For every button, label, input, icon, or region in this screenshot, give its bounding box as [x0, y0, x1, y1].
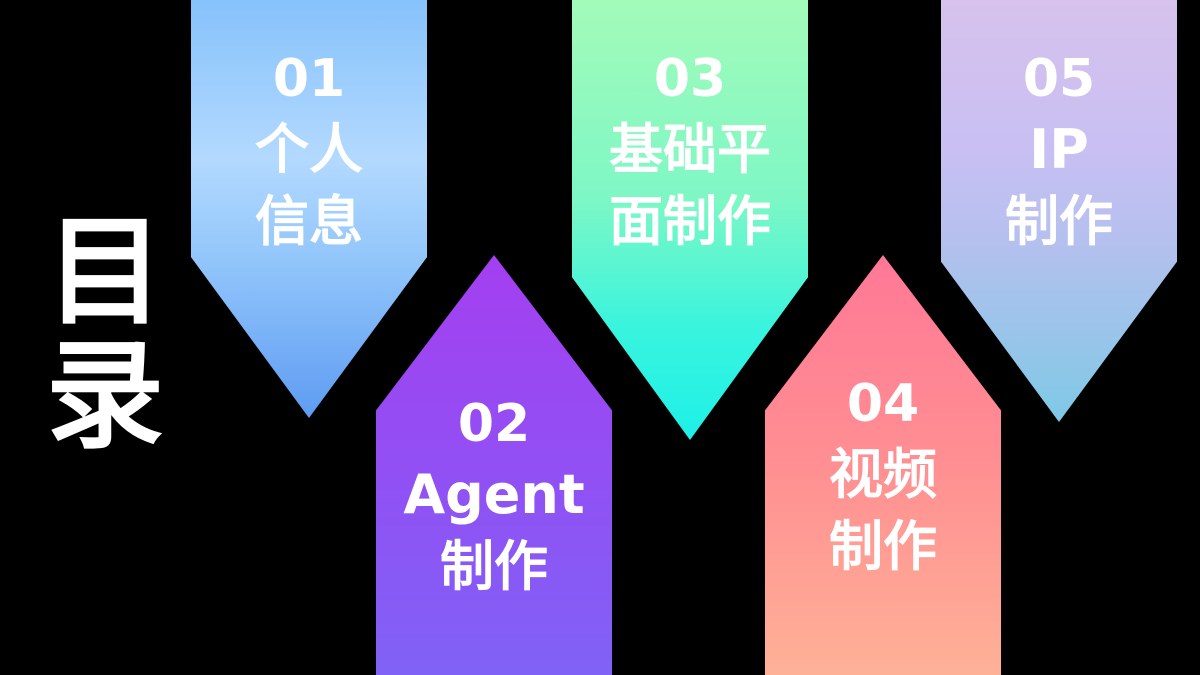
toc-item-label-line1: 视频 [829, 443, 937, 506]
toc-item-number: 03 [653, 49, 727, 109]
toc-item-04[interactable]: 04 视频 制作 [765, 255, 1001, 675]
toc-item-label-line2: 制作 [1005, 190, 1113, 253]
toc-title-line2: 录 [45, 327, 164, 465]
toc-item-01[interactable]: 01 个人 信息 [191, 0, 427, 418]
toc-item-02[interactable]: 02 Agent 制作 [376, 255, 612, 675]
toc-item-label-line2: 制作 [829, 515, 937, 578]
toc-item-03[interactable]: 03 基础平 面制作 [572, 0, 808, 440]
toc-item-label-line1: Agent [403, 463, 585, 526]
toc-item-label-line1: IP [1029, 118, 1089, 181]
toc-item-label-line2: 制作 [440, 535, 548, 598]
toc-item-number: 01 [272, 49, 346, 109]
toc-title: 目 录 [40, 210, 170, 458]
toc-title-line1: 目 [45, 203, 164, 341]
toc-item-number: 02 [457, 394, 531, 454]
toc-item-label-line1: 基础平 [609, 118, 771, 181]
toc-item-label-line1: 个人 [255, 118, 363, 181]
toc-item-label-line2: 信息 [255, 190, 363, 253]
toc-item-label-line2: 面制作 [609, 190, 771, 253]
toc-item-number: 05 [1022, 49, 1096, 109]
toc-item-number: 04 [846, 374, 920, 434]
toc-item-05[interactable]: 05 IP 制作 [941, 0, 1177, 422]
